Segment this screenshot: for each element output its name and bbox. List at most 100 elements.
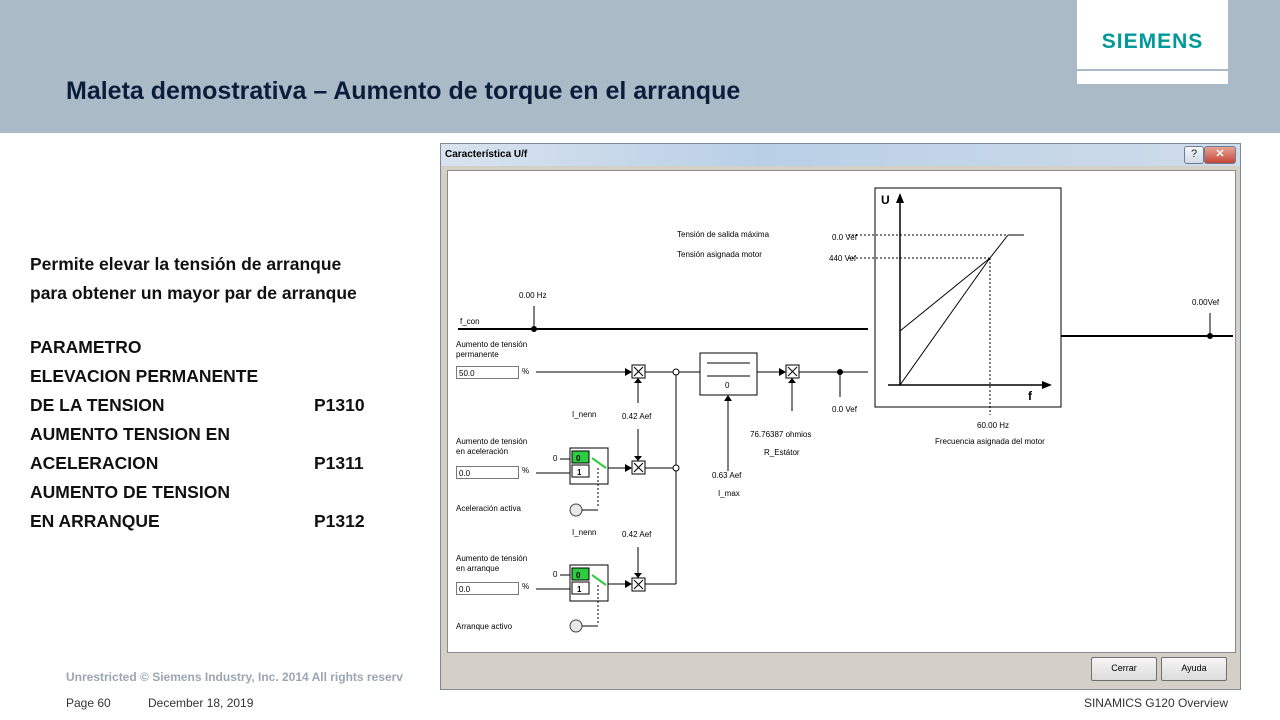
- intro-line-2: para obtener un mayor par de arranque: [30, 283, 357, 303]
- sum-node: [672, 464, 680, 472]
- footer-page-number: Page 60: [66, 696, 111, 710]
- arrow: [625, 368, 632, 376]
- uf-characteristic-dialog: Característica U/f ? ✕ f_con 0.00 Hz 0.0…: [440, 143, 1241, 690]
- param-row: ELEVACION PERMANENTE: [30, 362, 430, 391]
- i-max-label: I_max: [718, 489, 740, 498]
- siemens-logo: SIEMENS: [1101, 30, 1204, 53]
- arrow: [625, 580, 632, 588]
- arrow: [625, 464, 632, 472]
- intro-line-1: Permite elevar la tensión de arranque: [30, 254, 342, 274]
- acel-activa: Aceleración activa: [456, 504, 521, 513]
- perm-title-2: permanente: [456, 350, 499, 359]
- arr-zero: 0: [553, 570, 558, 579]
- help-button[interactable]: ?: [1184, 146, 1204, 164]
- r-estator: R_Estátor: [764, 448, 800, 457]
- param-code: P1312: [314, 511, 365, 531]
- sum-node: [672, 368, 680, 376]
- close-window-button[interactable]: ✕: [1204, 146, 1236, 164]
- freq-value: 60.00 Hz: [977, 421, 1009, 430]
- param-code: P1311: [314, 453, 364, 473]
- footer-date: December 18, 2019: [148, 696, 254, 710]
- switch-0-label: 0: [576, 571, 581, 580]
- permanent-boost-input[interactable]: 50.0: [456, 366, 519, 379]
- f-axis-label: f: [1028, 389, 1033, 403]
- mult-x: [633, 579, 644, 590]
- limiter-zero: 0: [725, 381, 730, 390]
- arr-active-indicator: [569, 619, 583, 633]
- block-diagram-panel: f_con 0.00 Hz 0.00Vef Aumento de tensión…: [447, 170, 1236, 653]
- acel-title-1: Aumento de tensión: [456, 437, 527, 446]
- param-code: P1310: [314, 395, 365, 415]
- perm-unit: %: [522, 367, 529, 376]
- uf-curve: [899, 257, 991, 332]
- dialog-title: Característica U/f: [445, 149, 528, 160]
- f-axis-arrow: [1042, 381, 1052, 389]
- logo-box: SIEMENS: [1077, 0, 1228, 84]
- uf-block-diagram: f_con 0.00 Hz 0.00Vef Aumento de tensión…: [456, 187, 1233, 633]
- i-nenn-2: I_nenn: [572, 528, 596, 537]
- ts-max-value: 0.0 Vef: [832, 233, 858, 242]
- switch-1-label: 1: [577, 585, 582, 594]
- acceleration-boost-input[interactable]: 0.0: [456, 466, 519, 479]
- param-label: AUMENTO DE TENSION: [30, 482, 230, 502]
- limiter-block: [699, 352, 758, 396]
- switch-1-label: 1: [577, 468, 582, 477]
- footer-copyright: Unrestricted © Siemens Industry, Inc. 20…: [66, 670, 403, 684]
- ts-max: Tensión de salida máxima: [677, 230, 770, 239]
- header-bar: SIEMENS Maleta demostrativa – Aumento de…: [0, 0, 1280, 133]
- starting-boost-input[interactable]: 0.0: [456, 582, 519, 595]
- out-vef: 0.0 Vef: [832, 405, 858, 414]
- arrow: [724, 395, 732, 401]
- f-con-node: [531, 326, 537, 332]
- u-axis-label: U: [881, 193, 890, 207]
- cerrar-button[interactable]: Cerrar: [1091, 657, 1157, 681]
- f-con-label: f_con: [460, 317, 480, 326]
- arr-unit: %: [522, 582, 529, 591]
- i-max-value: 0.63 Aef: [712, 471, 742, 480]
- switch-wiper: [591, 457, 607, 469]
- arrow: [634, 456, 642, 461]
- param-row: EN ARRANQUE P1312: [30, 507, 430, 536]
- i-nenn-1: I_nenn: [572, 410, 596, 419]
- param-header: PARAMETRO: [30, 337, 142, 357]
- arrow: [788, 378, 796, 383]
- text-spacer: [30, 308, 430, 333]
- mult-x: [633, 366, 644, 377]
- switch-0: [571, 450, 590, 464]
- param-label: EN ARRANQUE: [30, 511, 160, 531]
- switch-0-label: 0: [576, 454, 581, 463]
- aef-1: 0.42 Aef: [622, 412, 652, 421]
- arr-title-1: Aumento de tensión: [456, 554, 527, 563]
- out-node: [1207, 333, 1213, 339]
- acel-title-2: en aceleración: [456, 447, 508, 456]
- arrow: [634, 573, 642, 578]
- acel-active-indicator: [569, 503, 583, 517]
- switch-0: [571, 567, 590, 581]
- param-row: AUMENTO DE TENSION: [30, 478, 430, 507]
- ts-motor: Tensión asignada motor: [677, 250, 762, 259]
- uf-graph-frame: [874, 187, 1062, 408]
- ayuda-button[interactable]: Ayuda: [1161, 657, 1227, 681]
- switch-1: [571, 581, 590, 595]
- page-title: Maleta demostrativa – Aumento de torque …: [66, 77, 741, 105]
- u-axis-arrow: [896, 193, 904, 203]
- param-row: AUMENTO TENSION EN: [30, 420, 430, 449]
- r-value: 76.76387 ohmios: [750, 430, 811, 439]
- switch-wiper: [591, 574, 607, 586]
- switch-1: [571, 464, 590, 478]
- dialog-title-bar[interactable]: Característica U/f ? ✕: [441, 144, 1240, 166]
- param-label: AUMENTO TENSION EN: [30, 424, 230, 444]
- aef-2: 0.42 Aef: [622, 530, 652, 539]
- acel-unit: %: [522, 466, 529, 475]
- mult-x: [633, 462, 644, 473]
- arrow: [634, 378, 642, 383]
- ts-motor-value: 440 Vef: [829, 254, 857, 263]
- param-label: ELEVACION PERMANENTE: [30, 366, 259, 386]
- arrow: [779, 368, 786, 376]
- perm-title-1: Aumento de tensión: [456, 340, 527, 349]
- arr-title-2: en arranque: [456, 564, 500, 573]
- parameter-description: Permite elevar la tensión de arranque pa…: [30, 250, 430, 536]
- logo-underline: [1077, 69, 1228, 71]
